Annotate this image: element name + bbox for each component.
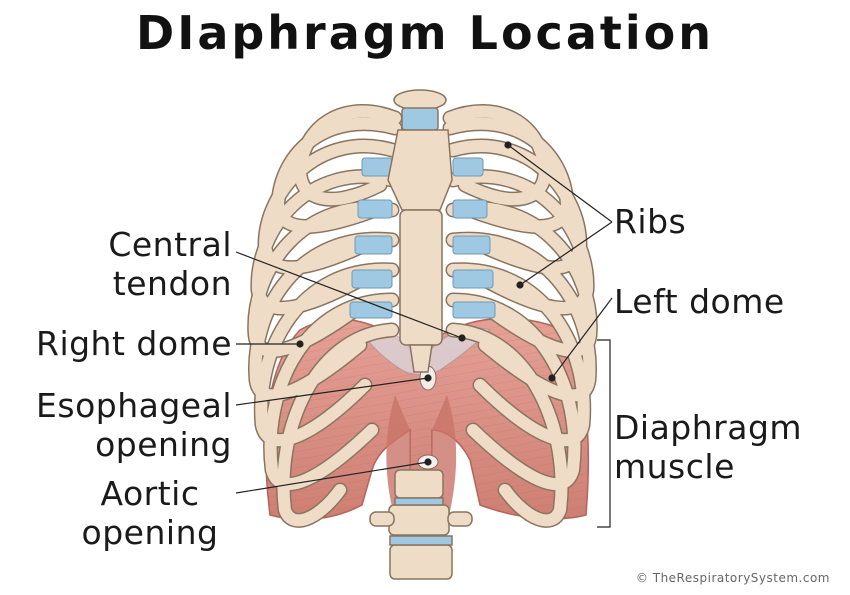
central-tendon-line-2: tendon	[112, 264, 232, 303]
esophageal-line-2: opening	[95, 425, 232, 464]
left-dome-label: Left dome	[614, 282, 785, 321]
aortic-line-1: Aortic	[100, 474, 200, 513]
esophageal-opening-label: Esophageal opening	[36, 386, 232, 464]
aortic-opening-label: Aortic opening	[62, 474, 238, 552]
central-tendon-label: Central tendon	[108, 225, 232, 303]
diaphragm-muscle-line-2: muscle	[614, 447, 735, 486]
right-dome-label: Right dome	[36, 324, 232, 363]
copyright-credit: © TheRespiratorySystem.com	[635, 571, 830, 585]
central-tendon-line-1: Central	[108, 225, 232, 264]
ribs-label: Ribs	[614, 202, 686, 241]
aortic-line-2: opening	[81, 513, 219, 552]
spine	[369, 469, 473, 580]
page-title: DIaphragm Location	[136, 6, 714, 60]
leader-lines	[235, 141, 613, 528]
right-dome-label-text: Right dome	[36, 324, 232, 363]
diaphragm-muscle-line-1: Diaphragm	[614, 408, 803, 447]
ribs-left	[247, 104, 403, 528]
left-dome-label-text: Left dome	[614, 282, 785, 321]
ribs-label-text: Ribs	[614, 202, 687, 241]
diaphragm-muscle-label: Diaphragm muscle	[614, 408, 802, 486]
costal-cartilages	[349, 157, 496, 319]
esophageal-line-1: Esophageal	[36, 386, 232, 425]
sternum	[387, 89, 453, 373]
